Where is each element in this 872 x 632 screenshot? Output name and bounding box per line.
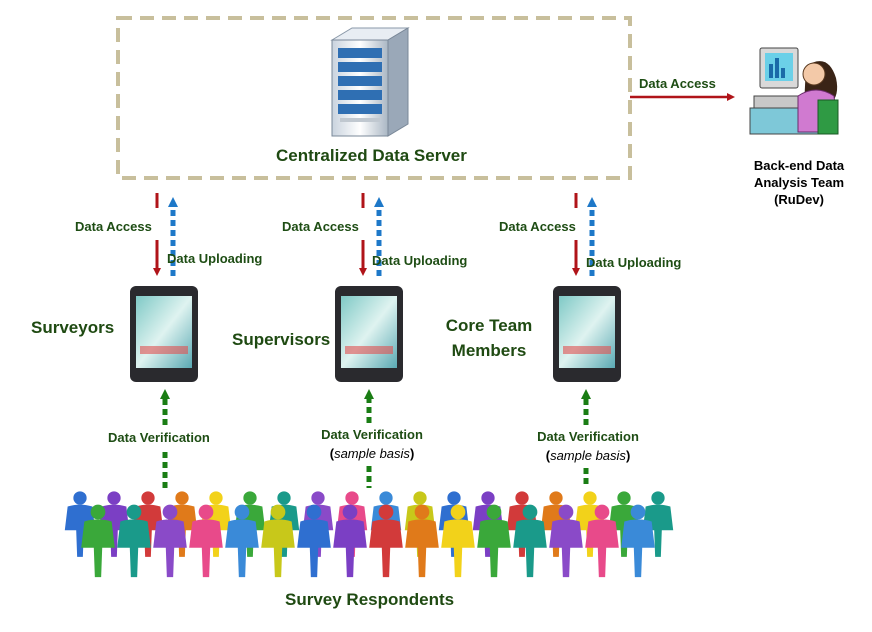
tablet-icon-surveyors	[130, 286, 198, 382]
analyst-access-label: Data Access	[639, 76, 716, 91]
col3-note-text: sample basis	[550, 448, 626, 463]
col1-upload-label: Data Uploading	[167, 251, 263, 266]
col3-verification-note: (sample basis)	[545, 448, 631, 463]
role-surveyors: Surveyors	[31, 318, 115, 337]
role-core-team-line-1: Core Team	[445, 316, 533, 335]
col2-verification-label: Data Verification	[321, 427, 423, 442]
col2-access-label: Data Access	[282, 219, 359, 234]
server-icon	[330, 27, 410, 137]
respondents-label: Survey Respondents	[285, 590, 455, 609]
col3-verification-label: Data Verification	[537, 429, 639, 444]
col2-note-text: sample basis	[334, 446, 410, 461]
analyst-team-label: Back-end Data Analysis Team (RuDev)	[738, 157, 860, 208]
tablet-icon-core-team	[553, 286, 621, 382]
verification-arrows	[160, 389, 591, 488]
analyst-at-computer-icon	[749, 47, 839, 135]
column-arrows	[153, 193, 597, 276]
server-label: Centralized Data Server	[276, 146, 467, 165]
tablet-icon-supervisors	[335, 286, 403, 382]
col3-access-label: Data Access	[499, 219, 576, 234]
analyst-label-line-2: Analysis Team	[753, 175, 845, 190]
crowd-of-people-icon	[64, 491, 674, 578]
server-boundary-box	[116, 16, 632, 180]
col2-upload-label: Data Uploading	[372, 253, 468, 268]
analyst-label-line-3: (RuDev)	[774, 192, 824, 207]
analyst-label-line-1: Back-end Data	[753, 158, 845, 173]
role-core-team-line-2: Members	[451, 341, 527, 360]
role-core-team-members: Core Team Members	[436, 313, 542, 363]
col1-verification-label: Data Verification	[108, 430, 210, 445]
role-supervisors: Supervisors	[232, 330, 331, 349]
col1-access-label: Data Access	[75, 219, 152, 234]
col3-upload-label: Data Uploading	[586, 255, 682, 270]
col2-verification-note: (sample basis)	[329, 446, 415, 461]
